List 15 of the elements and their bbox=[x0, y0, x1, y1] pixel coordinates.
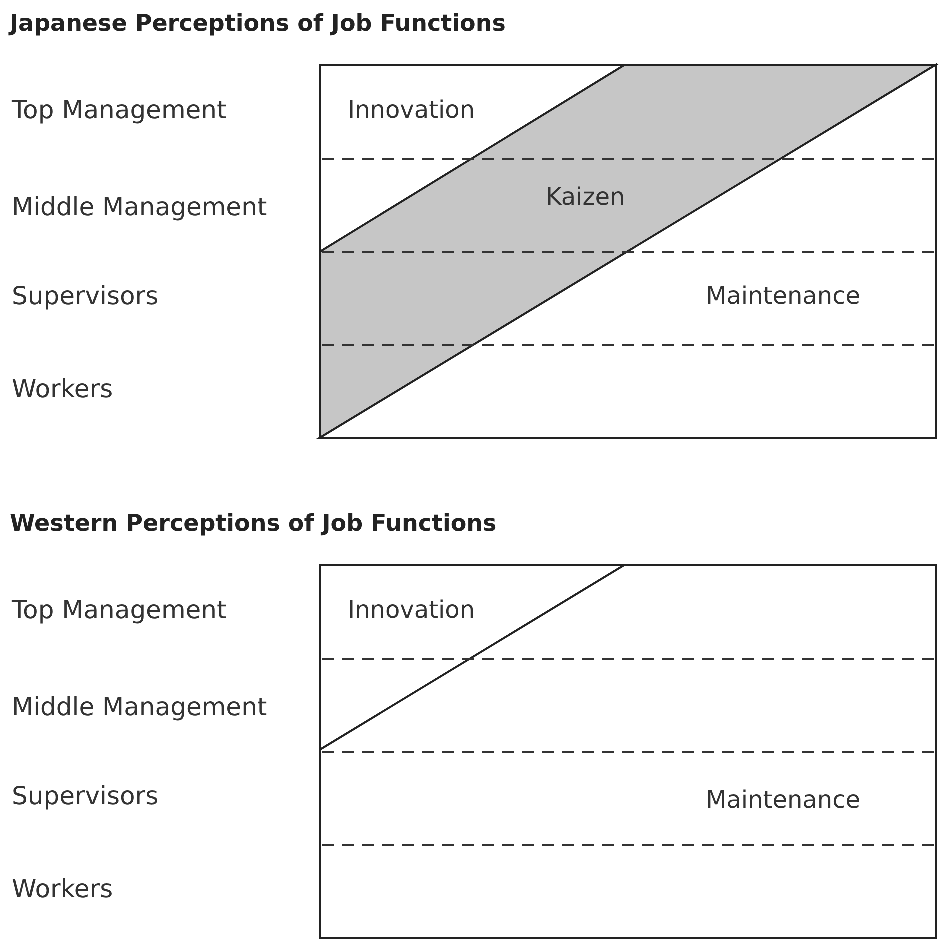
row-label: Supervisors bbox=[12, 782, 159, 810]
row-label: Top Management bbox=[12, 596, 227, 624]
row-label: Workers bbox=[12, 874, 114, 904]
row-label: Supervisors bbox=[12, 282, 159, 310]
region-label: Kaizen bbox=[546, 183, 626, 211]
heading: Japanese Perceptions of Job Functions bbox=[10, 11, 506, 37]
heading: Western Perceptions of Job Functions bbox=[10, 511, 497, 537]
region-label: Maintenance bbox=[706, 282, 861, 310]
row-label: Middle Management bbox=[12, 692, 268, 722]
region-label: Maintenance bbox=[706, 786, 861, 814]
row-label: Middle Management bbox=[12, 192, 268, 222]
row-label: Top Management bbox=[12, 96, 227, 124]
region-label: Innovation bbox=[348, 596, 476, 624]
row-label: Workers bbox=[12, 374, 114, 404]
region-label: Innovation bbox=[348, 96, 476, 124]
